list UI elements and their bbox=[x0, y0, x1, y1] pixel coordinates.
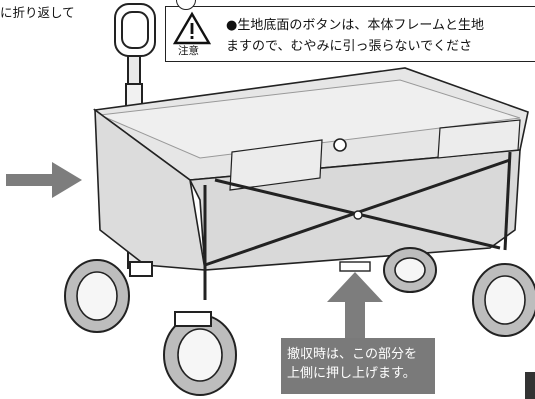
top-left-text: に折り返して bbox=[0, 5, 75, 20]
callout-line1: 撤収時は、この部分を bbox=[287, 347, 418, 362]
callout-line2: 上側に押し上げます。 bbox=[287, 366, 416, 381]
corner-block bbox=[525, 372, 535, 399]
caution-box: 注意 ●生地底面のボタンは、本体フレームと生地 ますので、むやみに引っ張らないで… bbox=[165, 6, 535, 62]
up-arrow-icon bbox=[327, 272, 383, 352]
callout-box: 撤収時は、この部分を 上側に押し上げます。 bbox=[281, 338, 435, 394]
right-arrow-icon bbox=[6, 162, 82, 198]
warning-triangle-icon bbox=[172, 11, 212, 45]
caution-label: 注意 bbox=[178, 45, 199, 57]
caution-text-line1: ●生地底面のボタンは、本体フレームと生地 bbox=[226, 18, 484, 33]
caution-text-line2: ますので、むやみに引っ張らないでくださ bbox=[226, 39, 473, 54]
